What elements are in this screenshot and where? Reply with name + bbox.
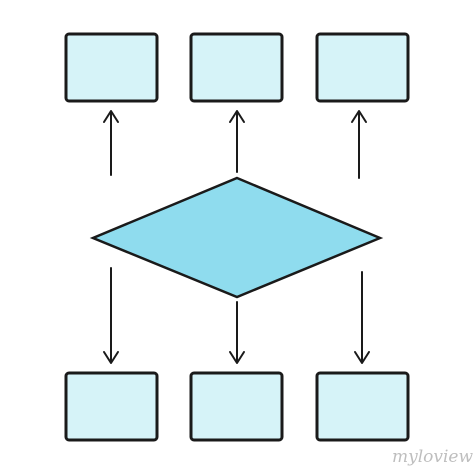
arrow-to-bottom-right: [354, 271, 370, 364]
arrow-to-bottom-center: [229, 301, 245, 364]
box-top-right: [315, 32, 410, 103]
arrow-to-bottom-left: [103, 267, 119, 364]
decision-diamond: [89, 176, 384, 299]
watermark-text: myloview: [392, 447, 473, 467]
box-bottom-right: [315, 371, 410, 442]
box-top-center: [189, 32, 284, 103]
arrow-to-top-left: [103, 110, 119, 176]
box-bottom-center: [189, 371, 284, 442]
arrow-to-top-right: [351, 110, 367, 179]
box-bottom-left: [64, 371, 159, 442]
box-top-left: [64, 32, 159, 103]
arrow-to-top-center: [229, 110, 245, 173]
